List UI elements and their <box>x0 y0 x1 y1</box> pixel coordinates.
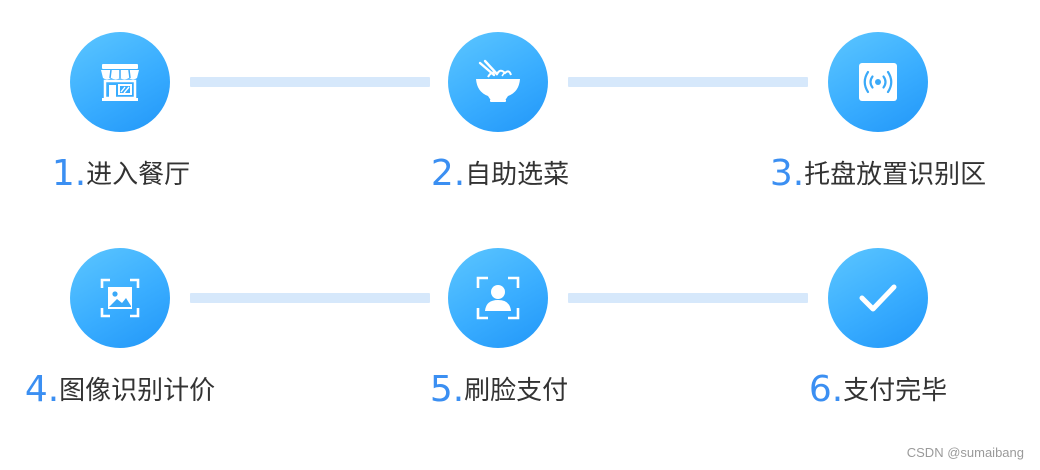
step-3-label: 3.托盘放置识别区 <box>770 150 986 194</box>
face-scan-icon <box>476 276 520 320</box>
step-6-number: 6. <box>808 369 844 410</box>
step-5-label: 5.刷脸支付 <box>430 366 568 410</box>
step-6-text: 支付完毕 <box>843 376 948 406</box>
checkmark-icon <box>859 284 897 312</box>
step-1-circle <box>70 32 170 132</box>
image-scan-icon <box>100 278 140 318</box>
step-4-circle <box>70 248 170 348</box>
storefront-icon <box>101 64 139 101</box>
step-5-circle <box>448 248 548 348</box>
step-2-circle <box>448 32 548 132</box>
step-3-circle <box>828 32 928 132</box>
step-1-text: 进入餐厅 <box>86 160 191 190</box>
step-2-number: 2. <box>430 153 466 194</box>
step-2-text: 自助选菜 <box>465 160 570 190</box>
step-1-label: 1.进入餐厅 <box>52 150 190 194</box>
step-3-number: 3. <box>769 153 805 194</box>
step-4-label: 4.图像识别计价 <box>25 366 215 410</box>
step-1-number: 1. <box>51 153 87 194</box>
food-bowl-icon <box>476 59 520 102</box>
step-2-label: 2.自助选菜 <box>431 150 569 194</box>
connector-5-6 <box>568 293 808 303</box>
connector-2-3 <box>568 77 808 87</box>
step-4-number: 4. <box>24 369 60 410</box>
step-6-circle <box>828 248 928 348</box>
step-5-text: 刷脸支付 <box>464 376 569 406</box>
step-4-text: 图像识别计价 <box>59 376 216 406</box>
step-6-label: 6.支付完毕 <box>809 366 947 410</box>
connector-1-2 <box>190 77 430 87</box>
step-5-number: 5. <box>429 369 465 410</box>
step-3-text: 托盘放置识别区 <box>804 160 987 190</box>
wireless-signal-icon <box>859 63 897 101</box>
connector-4-5 <box>190 293 430 303</box>
watermark: CSDN @sumaibang <box>906 445 1024 460</box>
